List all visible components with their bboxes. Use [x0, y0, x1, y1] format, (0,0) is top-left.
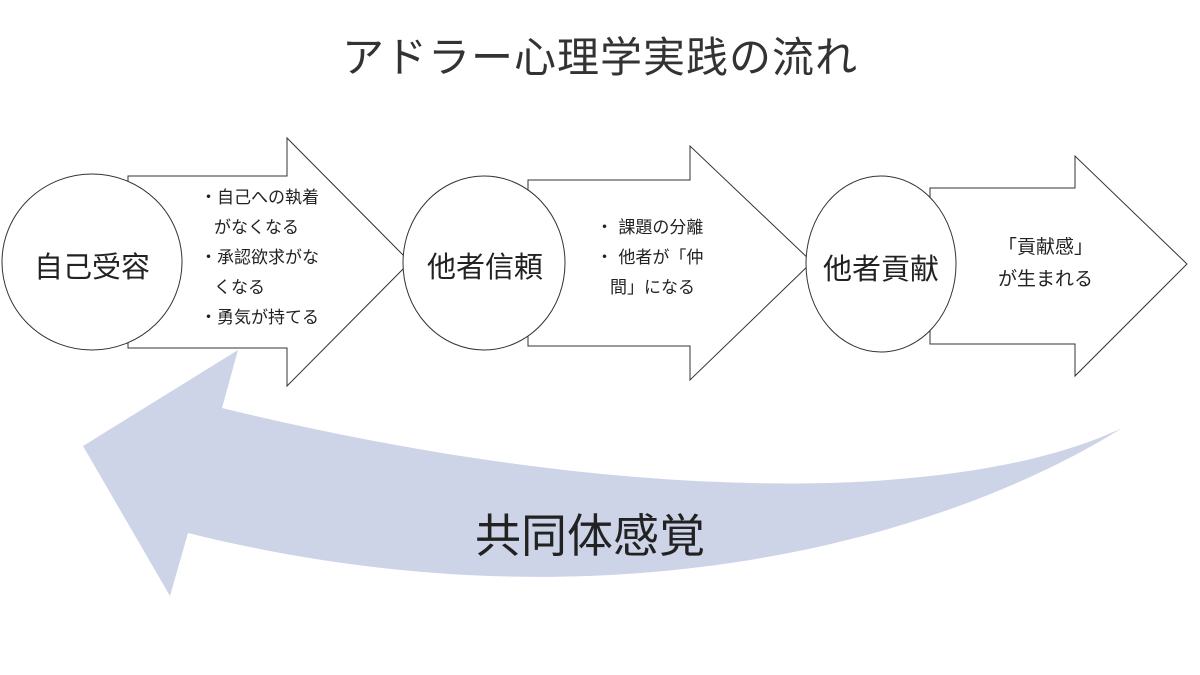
note-line: がなくなる	[214, 218, 299, 238]
note-line: ・ 課題の分離	[596, 218, 704, 238]
note-line: が生まれる	[998, 268, 1094, 290]
note-line: 「貢献感」	[998, 236, 1094, 258]
stage-3-notes: 「貢献感」 が生まれる	[998, 231, 1093, 295]
feedback-arrow	[83, 350, 1122, 596]
note-line: ・承認欲求がな	[200, 248, 319, 268]
note-line: くなる	[214, 278, 265, 298]
note-line: ・勇気が持てる	[200, 308, 319, 328]
diagram-title: アドラー心理学実践の流れ	[341, 33, 858, 82]
stage-circle-1	[1, 173, 183, 351]
stage-circle-2	[402, 175, 566, 351]
stage-2-notes: ・ 課題の分離 ・ 他者が「仲 間」になる	[596, 213, 703, 303]
flow-arrow-3	[929, 154, 1188, 378]
note-line: ・ 他者が「仲	[596, 248, 704, 268]
feedback-label: 共同体感覚	[475, 509, 705, 563]
flow-arrow-2	[527, 144, 813, 382]
stage-label-contribution-to-others: 他者貢献	[822, 252, 939, 286]
stage-circle-3	[805, 175, 957, 353]
note-line: ・自己への執着	[200, 188, 319, 208]
stage-label-self-acceptance: 自己受容	[33, 250, 150, 284]
flow-arrow-1	[127, 136, 411, 388]
note-line: 間」になる	[610, 278, 695, 298]
stage-label-trust-in-others: 他者信頼	[426, 250, 543, 284]
stage-1-notes: ・自己への執着 がなくなる ・承認欲求がな くなる ・勇気が持てる	[200, 183, 319, 333]
